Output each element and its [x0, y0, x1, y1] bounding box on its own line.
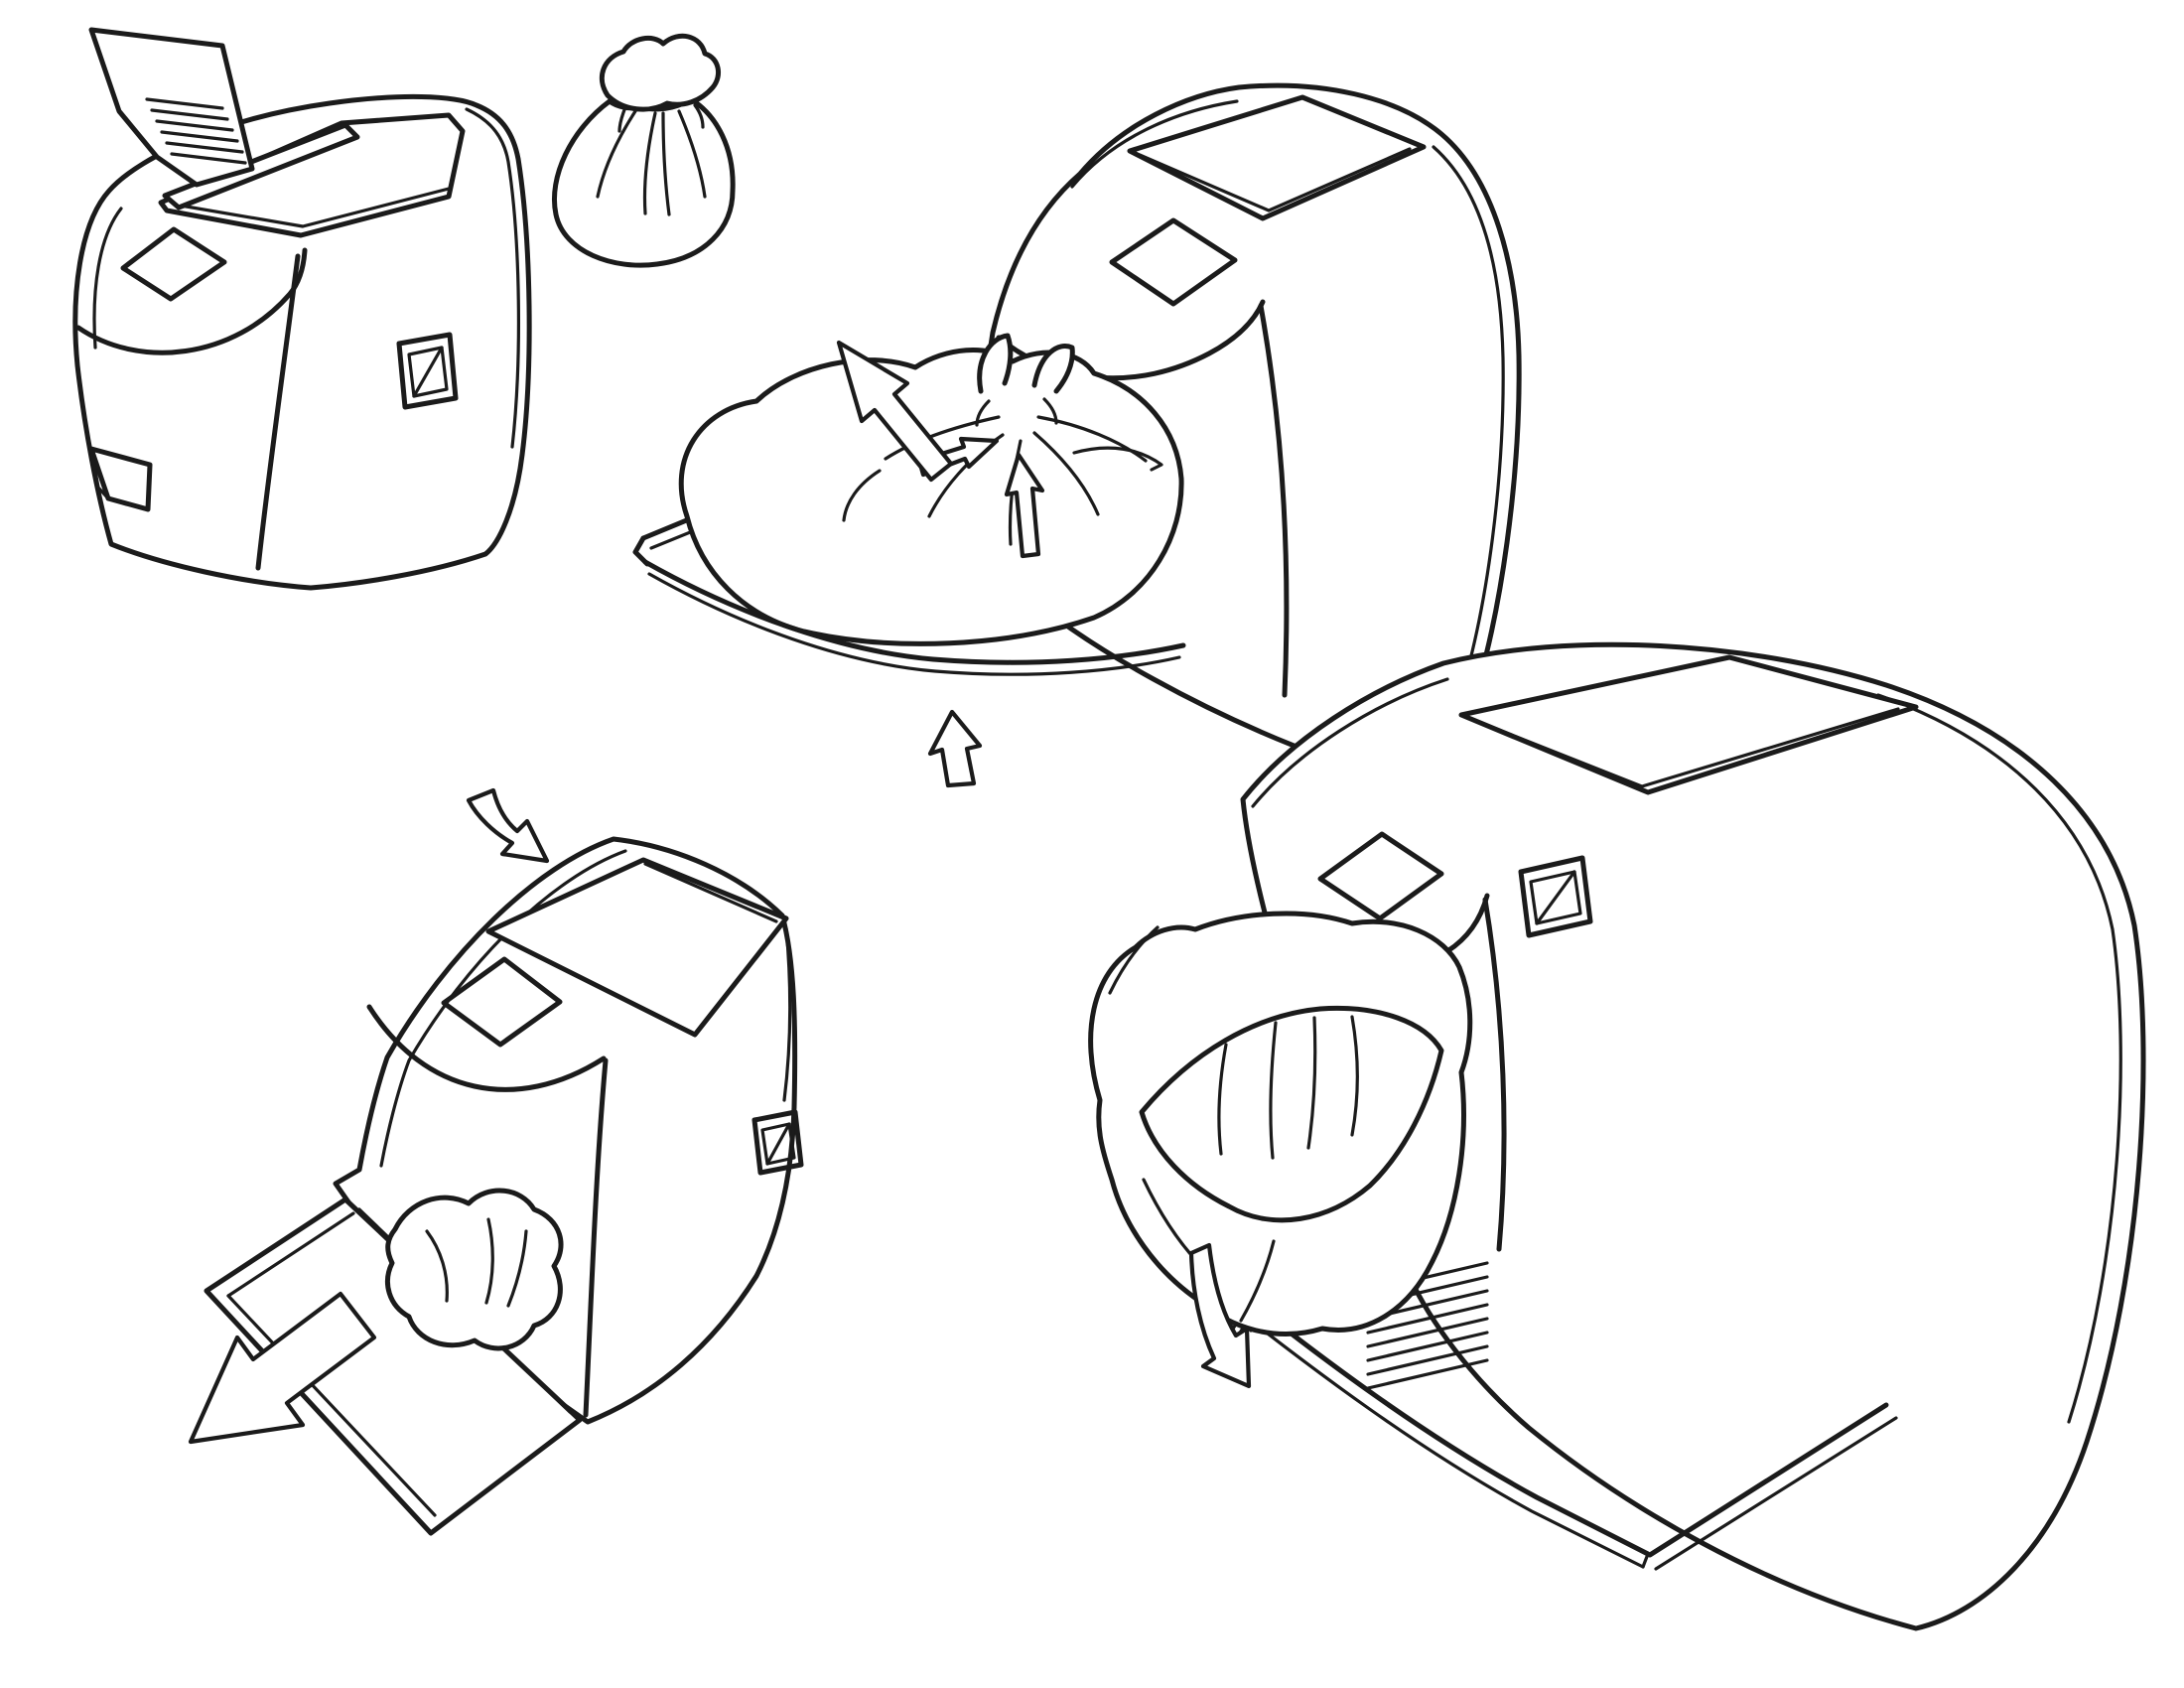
dome-seam: [366, 1004, 607, 1092]
top-opening: [485, 857, 789, 1038]
machine-top-rim-inner: [1070, 99, 1239, 189]
control-pad-diamond: [441, 956, 563, 1048]
full-bag-creases: [425, 1217, 528, 1308]
tied-bag: [552, 33, 736, 268]
tied-bag-knot: [599, 33, 722, 112]
bag-gather-pleats: [842, 397, 1163, 546]
side-handle: [396, 332, 459, 410]
machine-right-edge-band: [1876, 693, 2122, 1424]
tie-arrow-up-icon: [1004, 452, 1045, 559]
drawer-flap-rail-left: [226, 1211, 355, 1298]
tied-bag-pleats: [596, 103, 707, 216]
full-bag-crumpled: [385, 1188, 564, 1351]
top-opening-inner-edge: [1138, 147, 1412, 212]
feed-tray-inner-edge: [173, 187, 451, 228]
side-handle: [751, 1109, 804, 1176]
control-pad-diamond: [1317, 831, 1444, 921]
new-bag-mouth: [1139, 1005, 1444, 1223]
step-1-insert-paper: [72, 27, 532, 591]
machine-right-edge-band: [465, 107, 520, 449]
drawer-flap-rail-bottom: [226, 1294, 437, 1517]
feed-slot: [162, 122, 360, 211]
drawer-frame-near-rail: [642, 559, 1186, 665]
machine-left-rim: [92, 207, 123, 350]
control-pad-diamond: [1109, 217, 1238, 307]
machine-right-edge-band: [1432, 145, 1505, 713]
machine-top-rim-inner: [379, 849, 627, 1168]
pull-drawer-arrow-icon: [188, 1291, 377, 1445]
front-seam: [1258, 303, 1290, 698]
front-seam: [255, 253, 301, 571]
insert-bag-arrow-icon: [1188, 1242, 1252, 1389]
paper-sheet: [88, 27, 255, 188]
step-3-tie-and-lift-bag: [632, 82, 1522, 789]
foot-pedal-edge: [89, 447, 110, 500]
new-bag-open: [1088, 911, 1473, 1336]
top-opening: [1127, 94, 1427, 221]
bag-gather-flap-left: [977, 333, 1014, 394]
bag-gather-flap-right: [1031, 344, 1075, 394]
drawer-frame-near-rail-inner: [647, 572, 1181, 676]
arrow-step1-to-step2-icon: [466, 787, 550, 864]
arrow-step2-to-step3-icon: [927, 709, 983, 788]
bag-being-tied: [678, 348, 1184, 646]
new-bag-pleats: [1108, 925, 1359, 1323]
foot-pedal: [88, 446, 153, 512]
step-2-pull-out-bag: [188, 836, 804, 1536]
top-opening-inner-edge: [1469, 707, 1900, 788]
machine-right-edge-band: [782, 926, 792, 1102]
paper-text-lines: [145, 97, 247, 165]
front-seam: [1482, 897, 1507, 1252]
top-opening-inner-edge: [643, 862, 778, 923]
control-pad-diamond: [120, 226, 227, 302]
lift-bag-arrow-icon: [836, 340, 954, 483]
front-seam: [583, 1057, 609, 1418]
machine-top-rim-inner: [1251, 677, 1449, 808]
dome-seam: [75, 247, 308, 355]
side-handle: [1518, 855, 1593, 938]
step-4-insert-new-bag: [1088, 641, 2146, 1631]
